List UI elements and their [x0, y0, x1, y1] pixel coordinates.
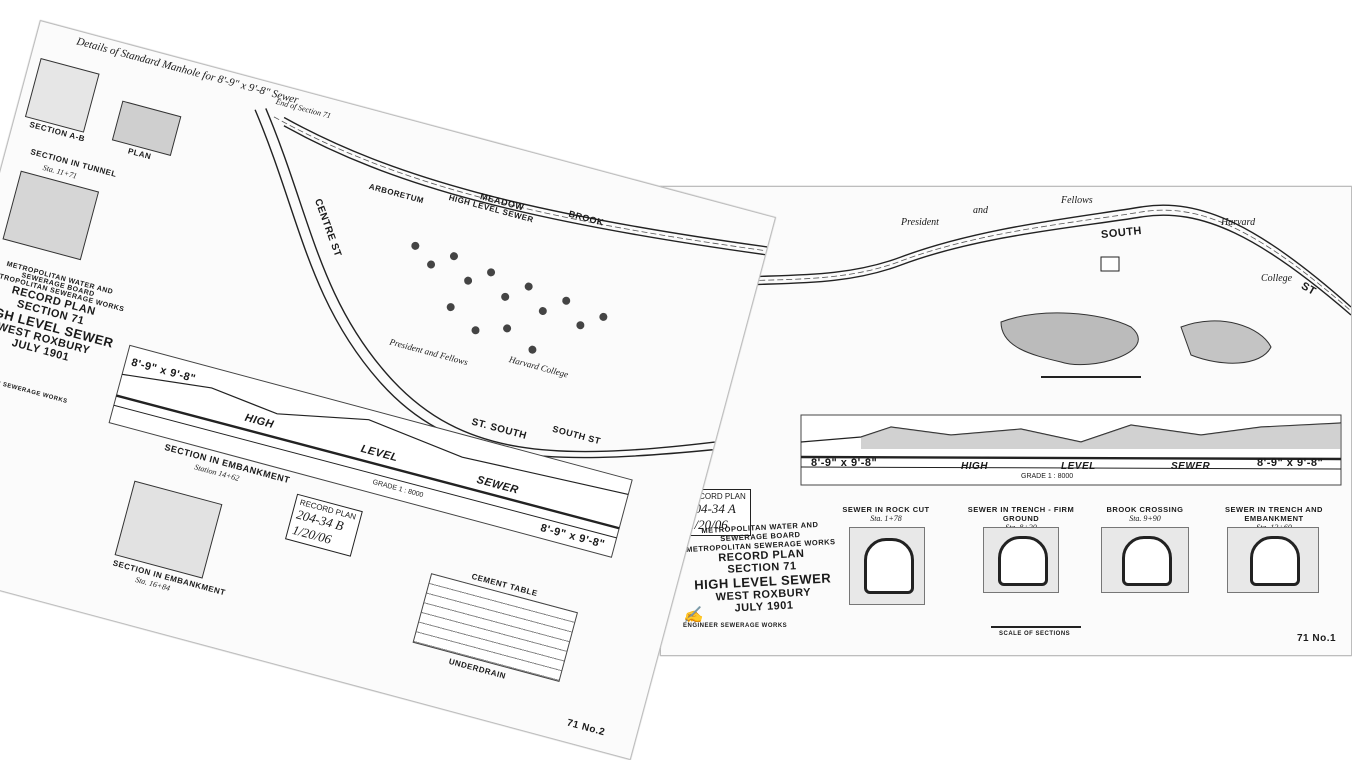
section-station: Sta. 1+78	[870, 514, 902, 523]
tunnel-section-drawing	[2, 170, 100, 261]
title-block: METROPOLITAN WATER AND SEWERAGE BOARD ME…	[685, 519, 840, 617]
section-detail-trench-embankment: SEWER IN TRENCH AND EMBANKMENT Sta. 12+6…	[1209, 505, 1339, 593]
section-title: BROOK CROSSING	[1106, 505, 1184, 514]
sewer-size-right: 8'-9" x 9'-8"	[1257, 457, 1324, 469]
section-detail-brook-crossing: BROOK CROSSING Sta. 9+90	[1095, 505, 1195, 593]
map-label-fellows: Fellows	[1061, 195, 1093, 206]
sheet-number: 71 No.1	[1297, 633, 1337, 644]
centre-st-road-edge	[254, 109, 713, 459]
section-title: SEWER IN ROCK CUT	[842, 505, 930, 514]
sewer-line-plan	[661, 209, 1351, 312]
south-st-road-edge	[661, 204, 1351, 308]
ground-surface-line	[800, 422, 1342, 443]
section-detail-rock-cut: SEWER IN ROCK CUT Sta. 1+78	[841, 505, 931, 605]
section-drawing	[1227, 527, 1319, 593]
section-station: Sta. 9+90	[1129, 514, 1161, 523]
section-drawing	[983, 527, 1059, 593]
grade-label: GRADE 1 : 8000	[1021, 473, 1074, 480]
sections-scale-label: SCALE OF SECTIONS	[999, 631, 1071, 637]
ground-surface-line	[122, 373, 629, 496]
tree-symbols	[411, 241, 608, 354]
centre-st-road-edge	[265, 108, 715, 453]
map-label-college: College	[1261, 273, 1293, 284]
sewer-invert-line	[113, 404, 617, 539]
wooded-area	[1180, 320, 1272, 364]
sheet1-drawing	[661, 204, 1351, 628]
record-plan-sheet-1: SOUTH ST President and Fellows Harvard C…	[660, 186, 1352, 656]
sewer-line-plan	[273, 116, 767, 252]
engineer-signature: ✍	[683, 607, 703, 624]
meadow-road-edge	[283, 125, 766, 256]
wooded-area	[1000, 312, 1139, 366]
sewer-size-left: 8'-9" x 9'-8"	[811, 457, 878, 469]
south-st-road-edge	[661, 214, 1351, 316]
profile-word-high: HIGH	[961, 461, 988, 472]
manhole-section-drawing	[24, 57, 100, 133]
section-detail-firm-ground: SEWER IN TRENCH - FIRM GROUND Sta. 8+20	[961, 505, 1081, 593]
rock-fill	[861, 423, 1341, 449]
map-label-harvard: Harvard	[1221, 217, 1256, 228]
sewer-invert-line	[800, 466, 1342, 470]
sewer-invert-line	[116, 394, 620, 530]
signature-caption: ENGINEER SEWERAGE WORKS	[683, 623, 788, 629]
record-plan-sheet-2: Details of Standard Manhole for 8'-9" x …	[0, 20, 777, 760]
stamp-head: RECORD PLAN	[688, 492, 746, 501]
building	[1100, 256, 1120, 272]
section-drawing	[849, 527, 925, 605]
profile-frame	[108, 344, 633, 558]
meadow-road-edge	[283, 116, 768, 248]
sewer-invert-line	[800, 455, 1342, 461]
section-title: SEWER IN TRENCH - FIRM GROUND	[967, 505, 1075, 523]
map-label-and: and	[973, 205, 988, 216]
manhole-plan-drawing	[111, 100, 182, 156]
section-title: SEWER IN TRENCH AND EMBANKMENT	[1225, 505, 1323, 523]
stamp-number: 204-34 A	[688, 501, 736, 516]
profile-word-level: LEVEL	[1061, 461, 1096, 472]
embankment-section-drawing	[114, 480, 223, 579]
sheet2-drawing	[2, 57, 768, 579]
stamp-date: 1/20/06	[688, 517, 728, 532]
map-label-president: President	[901, 217, 939, 228]
profile-word-sewer: SEWER	[1171, 461, 1211, 472]
section-drawing	[1101, 527, 1189, 593]
